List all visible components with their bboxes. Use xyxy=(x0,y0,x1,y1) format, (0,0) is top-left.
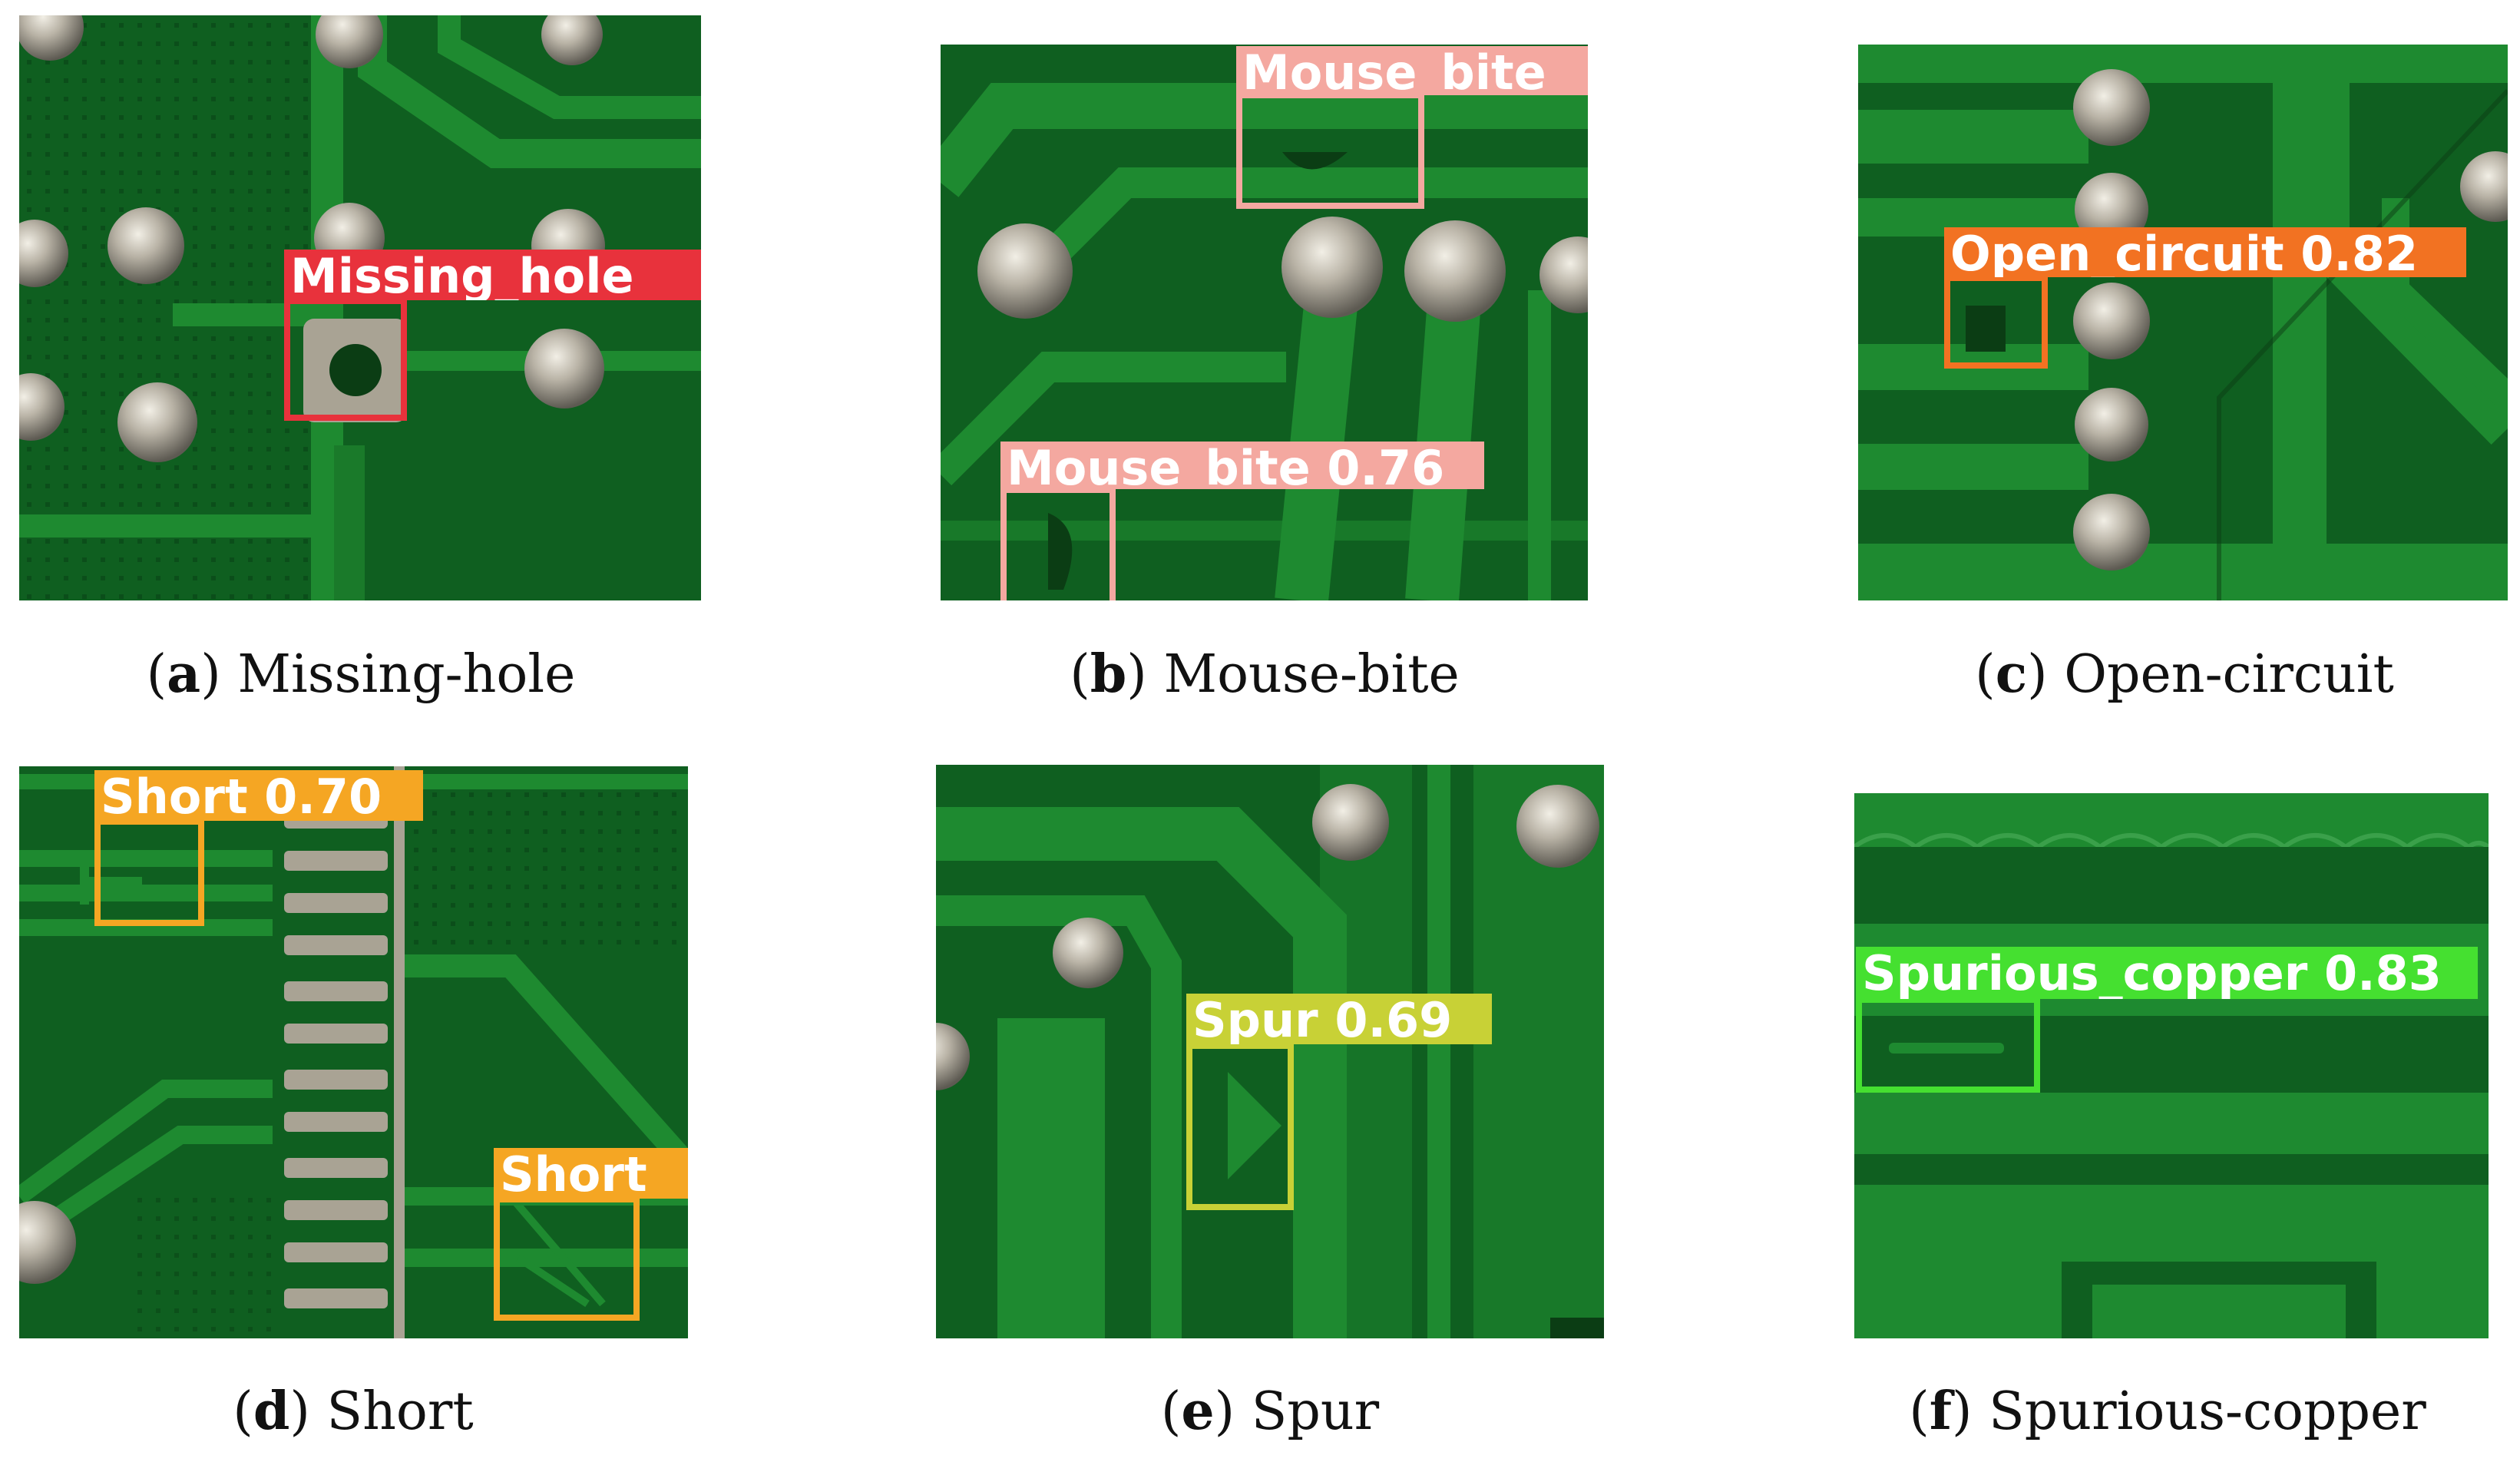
detection-box-spur xyxy=(1186,1043,1294,1210)
pcb-board-f xyxy=(1854,793,2489,1338)
pad-e-3 xyxy=(1053,918,1123,988)
pin-comb-d xyxy=(284,809,388,1308)
pad-c-6 xyxy=(2460,151,2508,222)
pad-b-4 xyxy=(1539,237,1588,313)
mouse-bite-notch-1 xyxy=(1282,152,1348,170)
detection-box-mouse-bite-2 xyxy=(1000,487,1116,600)
detection-box-spurious-copper xyxy=(1856,997,2040,1093)
panel-e-image: Spur 0.69 xyxy=(936,765,1604,1338)
detection-label-open-circuit: Open_circuit 0.82 xyxy=(1944,227,2466,277)
pad-e-1 xyxy=(1312,784,1389,861)
detection-box-mouse-bite-1 xyxy=(1236,92,1424,209)
pad-a-6 xyxy=(117,382,197,462)
detection-box-open-circuit xyxy=(1944,275,2048,369)
detection-box-short-1 xyxy=(94,819,204,926)
pad-a-7 xyxy=(19,373,64,441)
detection-box-short-2 xyxy=(494,1196,640,1321)
pad-c-5 xyxy=(2073,494,2150,571)
detection-box-missing-hole xyxy=(284,298,407,421)
pcb-board-b xyxy=(941,45,1588,600)
caption-a: (a) Missing-hole xyxy=(146,643,576,705)
pad-b-3 xyxy=(1404,220,1506,322)
pad-b-1 xyxy=(977,223,1073,319)
caption-d: (d) Short xyxy=(233,1381,474,1442)
pcb-board-c xyxy=(1858,45,2508,600)
panel-c-image: Open_circuit 0.82 xyxy=(1858,45,2508,600)
pcb-board-a xyxy=(19,15,701,600)
pad-a-4 xyxy=(19,220,68,287)
missing-hole-spot xyxy=(329,344,382,396)
pad-a-10 xyxy=(524,329,604,408)
pcb-board-e xyxy=(936,765,1604,1338)
caption-f: (f) Spurious-copper xyxy=(1909,1381,2426,1442)
pad-a-1 xyxy=(19,15,84,61)
pad-a-3 xyxy=(541,15,603,65)
pad-e-2 xyxy=(1516,785,1599,868)
pad-d-1 xyxy=(19,1201,76,1284)
short-bridge-2 xyxy=(508,1193,606,1308)
open-circuit-gap xyxy=(1966,306,2006,352)
pad-c-1 xyxy=(2073,69,2150,146)
spur-protrusion xyxy=(1228,1072,1281,1179)
spurious-copper-patch xyxy=(1889,1043,2004,1054)
detection-label-spur: Spur 0.69 xyxy=(1186,994,1492,1044)
detection-label-missing-hole: Missing_hole xyxy=(284,250,701,300)
pad-b-2 xyxy=(1281,217,1383,318)
detection-label-short-1: Short 0.70 xyxy=(94,770,423,821)
caption-e: (e) Spur xyxy=(1160,1381,1380,1442)
pad-c-3 xyxy=(2073,283,2150,359)
detection-label-mouse-bite-2: Mouse_bite 0.76 xyxy=(1000,442,1484,489)
panel-f-image: Spurious_copper 0.83 xyxy=(1854,793,2489,1338)
short-bridge-1 xyxy=(80,851,142,905)
detection-label-short-2: Short xyxy=(494,1148,688,1199)
pad-e-4 xyxy=(936,1023,970,1090)
pad-c-4 xyxy=(2075,388,2148,461)
mouse-bite-notch-2 xyxy=(1048,513,1073,590)
caption-c: (c) Open-circuit xyxy=(1975,643,2394,705)
panel-b-image: Mouse_bite Mouse_bite 0.76 xyxy=(941,45,1588,600)
pad-a-2 xyxy=(316,15,383,68)
detection-label-spurious-copper: Spurious_copper 0.83 xyxy=(1856,947,2478,999)
detection-label-mouse-bite-1: Mouse_bite xyxy=(1236,46,1588,95)
pad-a-5 xyxy=(107,207,184,284)
panel-d-image: Short 0.70 Short xyxy=(19,766,688,1338)
panel-a-image: Missing_hole xyxy=(19,15,701,600)
caption-b: (b) Mouse-bite xyxy=(1070,643,1460,705)
pcb-board-d xyxy=(19,766,688,1338)
